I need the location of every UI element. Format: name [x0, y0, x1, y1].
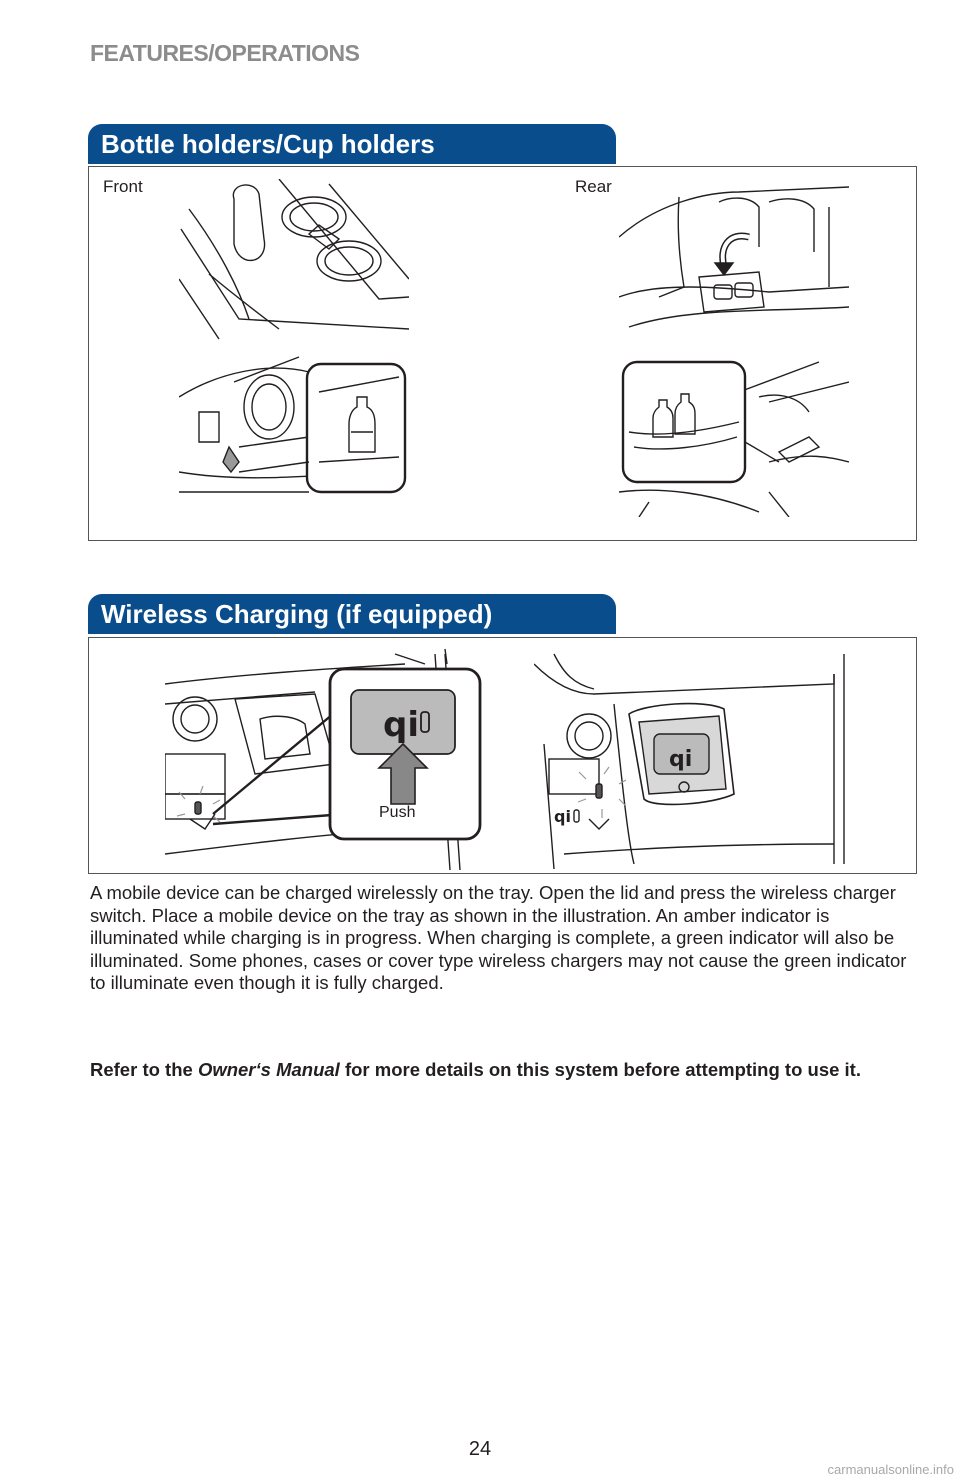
- owners-manual-title: Owner‘s Manual: [197, 1059, 340, 1080]
- note-prefix: Refer to the: [90, 1059, 198, 1080]
- wireless-charging-title: Wireless Charging (if equipped): [88, 594, 616, 634]
- rear-seat-cup-holder-illustration: [619, 186, 849, 328]
- wireless-charging-description: A mobile device can be charged wirelessl…: [90, 882, 907, 993]
- svg-text:qi: qi: [669, 747, 692, 772]
- svg-text:qi: qi: [554, 807, 571, 826]
- note-suffix: for more details on this system before a…: [339, 1059, 861, 1080]
- front-bottle-holder-illustration: [179, 356, 407, 494]
- section-header: FEATURES/OPERATIONS: [90, 40, 360, 66]
- front-cup-holder-illustration: [179, 179, 409, 340]
- bottle-holders-illustration-panel: Front Rear: [88, 166, 917, 541]
- svg-text:qi: qi: [383, 705, 419, 745]
- front-label: Front: [103, 177, 143, 196]
- rear-door-bottle-holder-illustration: [619, 360, 849, 517]
- wireless-charging-illustration-panel: qi Push qi qi: [88, 637, 917, 874]
- owners-manual-note: Refer to the Owner‘s Manual for more det…: [90, 1058, 920, 1081]
- bottle-holders-title: Bottle holders/Cup holders: [88, 124, 616, 164]
- phone-on-charging-tray-illustration: qi qi: [534, 653, 845, 870]
- page-number: 24: [468, 1438, 492, 1460]
- push-label: Push: [379, 804, 416, 821]
- wireless-charger-switch-illustration: qi: [165, 648, 482, 870]
- rear-label: Rear: [575, 177, 612, 196]
- watermark: carmanualsonline.info: [827, 1462, 954, 1477]
